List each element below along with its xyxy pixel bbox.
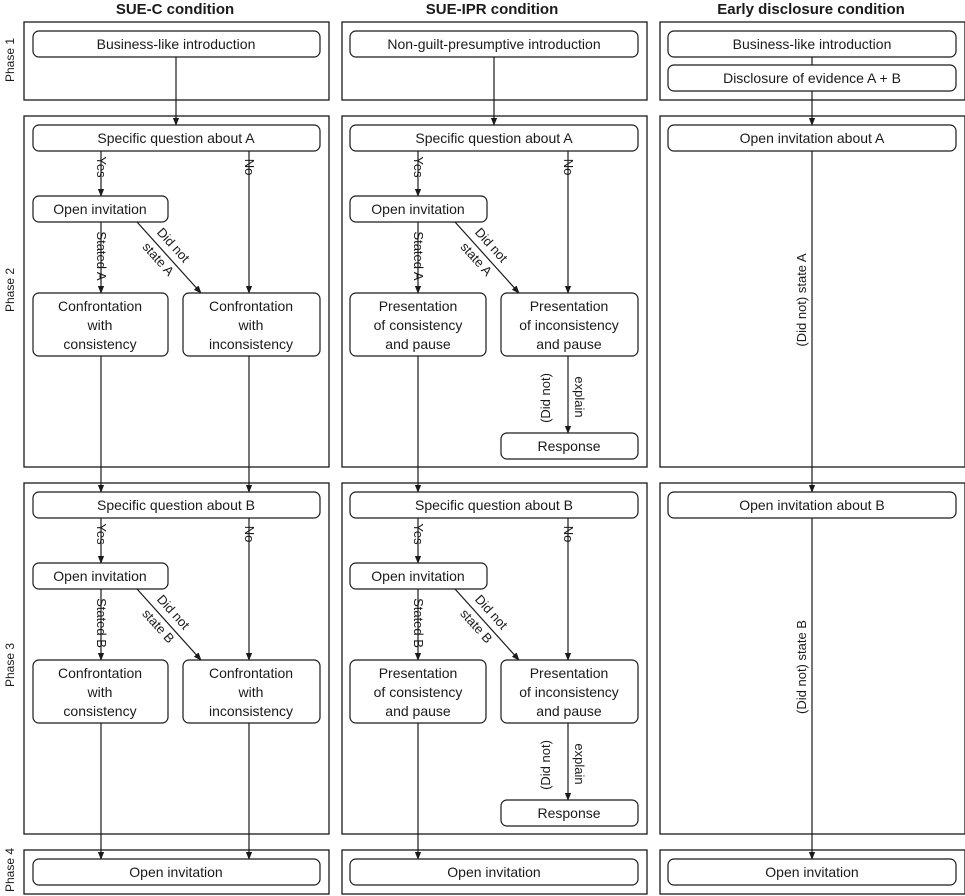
- panel-sue-ipr-phase-2: [341, 115, 648, 468]
- sue-ipr-presentation-inconsistency-b-l3: and pause: [536, 703, 602, 719]
- sue-c-confront-consistency-a-l1: Confrontation: [58, 298, 142, 314]
- sue-c-a-yes-label: Yes: [94, 156, 109, 178]
- sue-c-b-yes-label: Yes: [94, 523, 109, 545]
- phase-4-label: Phase 4: [3, 848, 17, 892]
- sue-ipr-stated-b-label: Stated B: [411, 598, 426, 648]
- sue-ipr-presentation-consistency-a-l3: and pause: [385, 336, 451, 352]
- sue-c-confront-inconsistency-a-l3: inconsistency: [209, 336, 293, 352]
- sue-ipr-presentation-inconsistency-b-l2: of inconsistency: [519, 684, 619, 700]
- sue-c-confront-consistency-b-l2: with: [87, 684, 113, 700]
- sue-ipr-question-a-box: [349, 124, 639, 152]
- sue-ipr-presentation-inconsistency-a-l2: of inconsistency: [519, 317, 619, 333]
- sue-c-confront-consistency-a-l3: consistency: [63, 336, 136, 352]
- sue-c-question-b-box: [32, 491, 321, 519]
- early-did-not-state-b-label: (Did not) state B: [794, 620, 809, 714]
- sue-c-confront-inconsistency-b-l3: inconsistency: [209, 703, 293, 719]
- sue-ipr-presentation-consistency-b-l3: and pause: [385, 703, 451, 719]
- sue-c-stated-a-label: Stated A: [94, 231, 109, 280]
- early-final-open-invitation-text: Open invitation: [765, 864, 858, 880]
- sue-ipr-final-open-invitation-text: Open invitation: [447, 864, 540, 880]
- phase-3-label: Phase 3: [3, 643, 17, 687]
- sue-ipr-open-invitation-b-text: Open invitation: [371, 568, 464, 584]
- sue-c-question-b-text: Specific question about B: [97, 497, 255, 513]
- sue-c-confront-consistency-b-l1: Confrontation: [58, 665, 142, 681]
- early-open-invitation-b-text: Open invitation about B: [739, 497, 885, 513]
- sue-ipr-explain-b: explain: [572, 743, 587, 784]
- sue-ipr-presentation-consistency-b-l1: Presentation: [379, 665, 458, 681]
- panel-sue-c-phase-2: [23, 115, 330, 468]
- sue-ipr-open-invitation-a-text: Open invitation: [371, 201, 464, 217]
- sue-ipr-final-open-invitation-box: [349, 858, 639, 886]
- header-sue-ipr: SUE-IPR condition: [426, 1, 559, 18]
- sue-c-intro-text: Business-like introduction: [97, 36, 256, 52]
- sue-ipr-presentation-inconsistency-a-box: [500, 292, 639, 357]
- sue-ipr-response-a-text: Response: [537, 438, 600, 454]
- sue-c-open-invitation-a-text: Open invitation: [53, 201, 146, 217]
- arrow-sue-ipr-did-not-state-b: [454, 588, 520, 661]
- sue-ipr-did-not-paren-b: (Did not): [538, 740, 553, 790]
- sue-ipr-stated-a-label: Stated A: [411, 231, 426, 280]
- early-intro-text: Business-like introduction: [733, 36, 892, 52]
- early-disclosure-text: Disclosure of evidence A + B: [723, 70, 901, 86]
- header-early-disclosure: Early disclosure condition: [717, 1, 905, 18]
- sue-c-confront-inconsistency-a-l2: with: [238, 317, 264, 333]
- panel-sue-ipr-phase-3: [341, 482, 648, 835]
- sue-ipr-response-a-box: [500, 432, 639, 460]
- sue-c-a-no-label: No: [242, 159, 257, 176]
- sue-c-confront-inconsistency-a-box: [182, 292, 321, 357]
- sue-c-question-a-box: [32, 124, 321, 152]
- panel-sue-c-phase-3: [23, 482, 330, 835]
- sue-ipr-did-not-paren-a: (Did not): [538, 373, 553, 423]
- phase-2-label: Phase 2: [3, 268, 17, 312]
- sue-ipr-a-yes-label: Yes: [411, 156, 426, 178]
- sue-c-question-a-text: Specific question about A: [97, 130, 255, 146]
- sue-ipr-presentation-inconsistency-a-l3: and pause: [536, 336, 602, 352]
- sue-c-confront-inconsistency-a-l1: Confrontation: [209, 298, 293, 314]
- sue-ipr-presentation-consistency-a-l2: of consistency: [374, 317, 463, 333]
- sue-ipr-intro-text: Non-guilt-presumptive introduction: [387, 36, 600, 52]
- sue-ipr-explain-a: explain: [572, 376, 587, 417]
- panel-sue-c-phase-4: [23, 849, 330, 895]
- sue-ipr-question-b-box: [349, 491, 639, 519]
- sue-ipr-a-no-label: No: [561, 159, 576, 176]
- arrow-sue-ipr-did-not-state-a: [454, 221, 520, 294]
- sue-c-open-invitation-b-text: Open invitation: [53, 568, 146, 584]
- sue-c-confront-consistency-b-l3: consistency: [63, 703, 136, 719]
- sue-c-confront-inconsistency-b-box: [182, 659, 321, 724]
- sue-c-stated-b-label: Stated B: [94, 598, 109, 648]
- sue-ipr-presentation-inconsistency-b-l1: Presentation: [530, 665, 609, 681]
- sue-ipr-response-b-box: [500, 799, 639, 827]
- sue-c-confront-inconsistency-b-l2: with: [238, 684, 264, 700]
- arrow-sue-c-did-not-state-b: [136, 588, 202, 661]
- sue-c-confront-consistency-a-l2: with: [87, 317, 113, 333]
- sue-ipr-b-no-label: No: [561, 526, 576, 543]
- early-open-invitation-a-text: Open invitation about A: [740, 130, 885, 146]
- sue-ipr-question-a-text: Specific question about A: [415, 130, 573, 146]
- arrow-sue-c-did-not-state-a: [136, 221, 202, 294]
- early-final-open-invitation-box: [667, 858, 957, 886]
- sue-ipr-b-yes-label: Yes: [411, 523, 426, 545]
- early-did-not-state-a-label: (Did not) state A: [794, 253, 809, 347]
- sue-c-b-no-label: No: [242, 526, 257, 543]
- header-sue-c: SUE-C condition: [116, 1, 234, 18]
- sue-c-confront-inconsistency-b-l1: Confrontation: [209, 665, 293, 681]
- sue-ipr-presentation-consistency-a-l1: Presentation: [379, 298, 458, 314]
- sue-ipr-question-b-text: Specific question about B: [415, 497, 573, 513]
- phase-1-label: Phase 1: [3, 38, 17, 82]
- sue-ipr-presentation-inconsistency-b-box: [500, 659, 639, 724]
- sue-c-final-open-invitation-text: Open invitation: [129, 864, 222, 880]
- sue-ipr-presentation-inconsistency-a-l1: Presentation: [530, 298, 609, 314]
- sue-c-final-open-invitation-box: [32, 858, 321, 886]
- panel-sue-ipr-phase-4: [341, 849, 648, 895]
- sue-ipr-response-b-text: Response: [537, 805, 600, 821]
- sue-ipr-presentation-consistency-b-l2: of consistency: [374, 684, 463, 700]
